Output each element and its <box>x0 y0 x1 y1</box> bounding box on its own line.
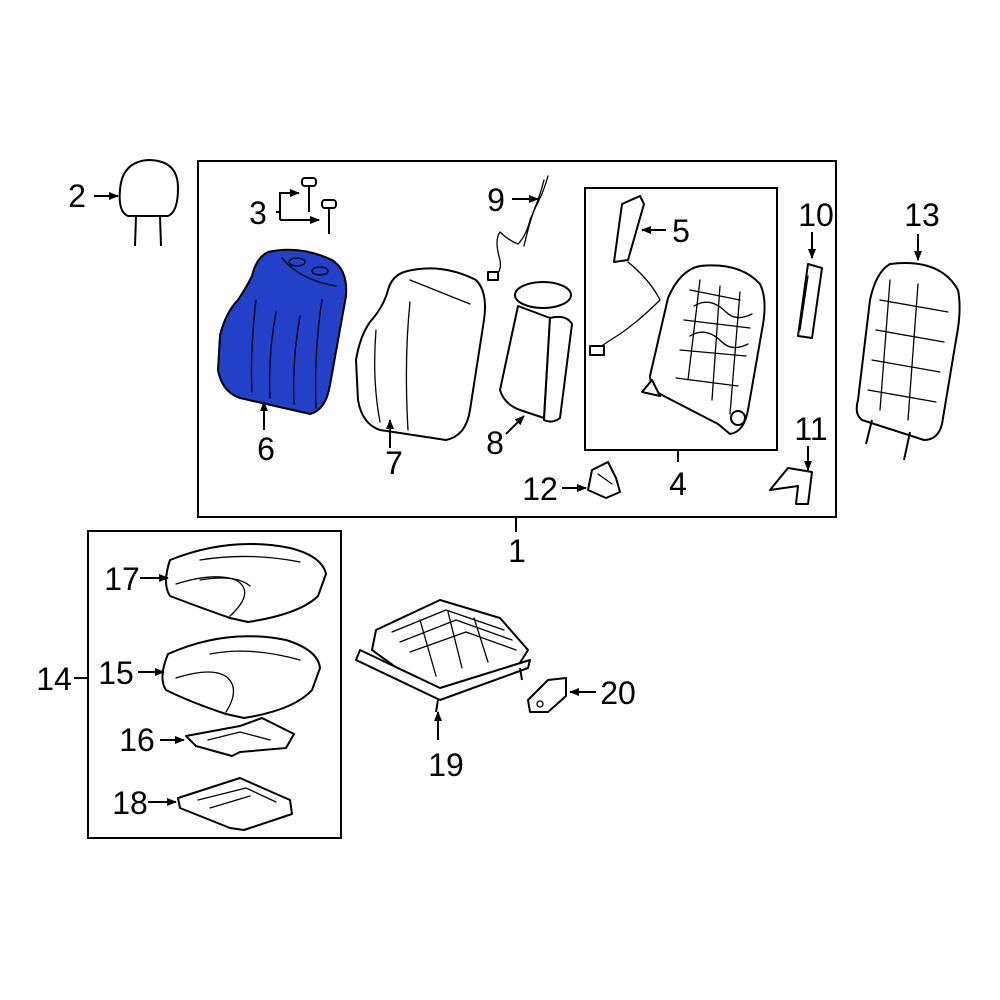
callout-19: 19 <box>428 747 464 783</box>
bracket-part[interactable] <box>769 467 813 505</box>
callout-4: 4 <box>669 466 687 502</box>
callout-6: 6 <box>257 431 275 467</box>
seatback-pad-part[interactable] <box>355 267 486 441</box>
callout-17: 17 <box>104 561 140 597</box>
callout-1: 1 <box>508 533 526 569</box>
seat-cushion-cover-part[interactable] <box>165 543 327 623</box>
heater-mat-part[interactable] <box>185 717 295 757</box>
callout-18: 18 <box>112 785 148 821</box>
bolts-part[interactable] <box>301 177 337 234</box>
callout-5: 5 <box>672 213 690 249</box>
cushion-assembly-box <box>87 530 342 839</box>
callout-11: 11 <box>794 411 827 447</box>
callout-9: 9 <box>487 182 505 218</box>
callout-3: 3 <box>249 195 267 231</box>
back-panel-part[interactable] <box>499 281 573 423</box>
callout-20: 20 <box>600 675 636 711</box>
callout-16: 16 <box>119 722 155 758</box>
seat-frame-part[interactable] <box>355 599 531 713</box>
clip-part[interactable] <box>587 461 621 499</box>
adjuster-knob-part[interactable] <box>527 677 567 713</box>
frame-group-box <box>584 187 778 451</box>
seat-cushion-pad-part[interactable] <box>161 635 321 719</box>
callout-7: 7 <box>385 445 403 481</box>
side-trim-part[interactable] <box>797 263 823 339</box>
seat-pan-part[interactable] <box>177 777 293 831</box>
airbag-module-part[interactable] <box>589 195 661 356</box>
seatback-cover-part-highlighted[interactable] <box>216 248 348 416</box>
seatback-frame-part[interactable] <box>641 264 766 435</box>
callout-13: 13 <box>904 197 940 233</box>
headrest-part[interactable] <box>118 159 179 247</box>
callout-14: 14 <box>36 661 72 697</box>
callout-8: 8 <box>486 425 504 461</box>
callout-15: 15 <box>98 655 134 691</box>
back-board-part[interactable] <box>855 262 961 461</box>
callout-10: 10 <box>798 197 834 233</box>
callout-12: 12 <box>522 471 558 507</box>
wire-harness-part[interactable] <box>487 175 549 281</box>
callout-2: 2 <box>68 178 86 214</box>
